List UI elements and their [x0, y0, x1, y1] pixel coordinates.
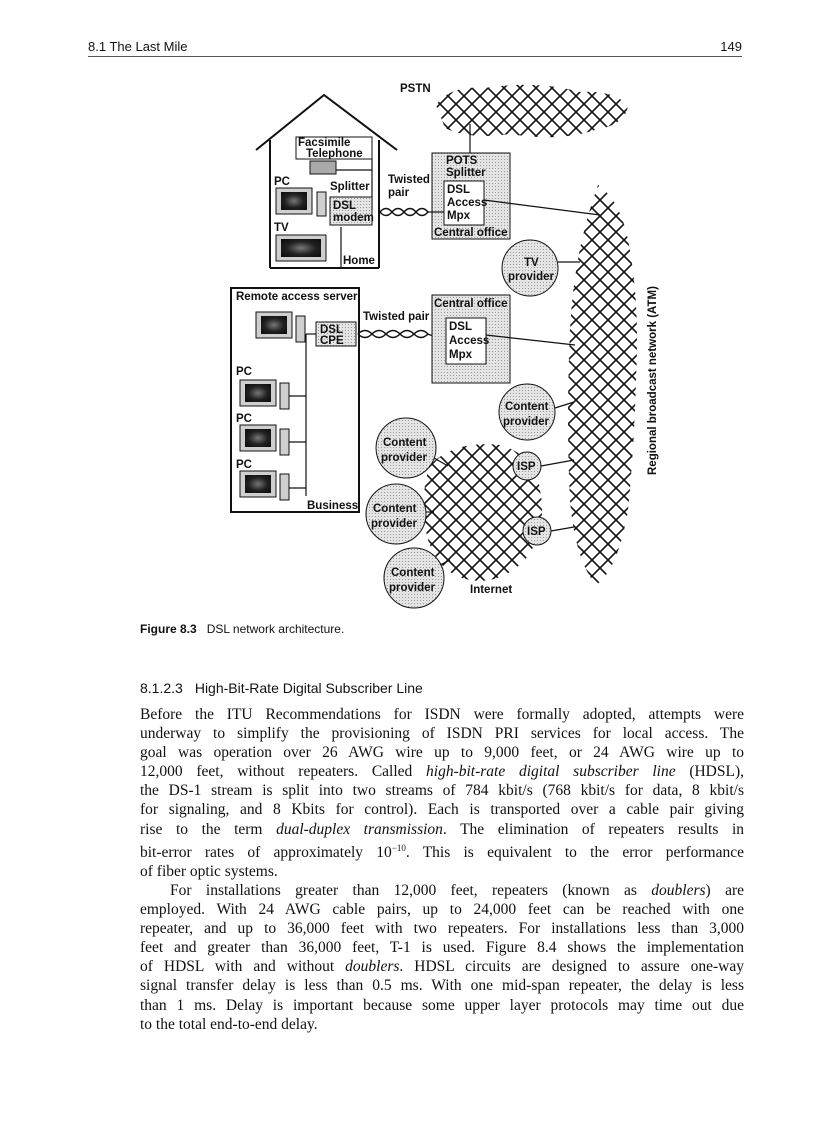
cp3-content: Content [373, 503, 417, 515]
cpe-label: CPE [320, 335, 344, 347]
co2-label: Central office [434, 298, 508, 310]
facsimile-telephone: Facsimile Telephone [295, 136, 373, 210]
business-pc-2: PC [236, 413, 306, 456]
bpc3-label: PC [236, 459, 252, 471]
text-line: Before the ITU Recommendations for ISDN … [140, 706, 744, 723]
isp-1: ISP [512, 451, 575, 481]
bpc1-label: PC [236, 366, 252, 378]
cpe-dsl-label: DSL [320, 324, 343, 336]
cp3-provider: provider [371, 518, 418, 530]
central-office-1: POTS Splitter DSL Access Mpx Central off… [428, 124, 601, 240]
cp1-provider: provider [503, 416, 550, 428]
telephone-label: Telephone [306, 148, 363, 160]
co1-splitter-label: Splitter [446, 167, 486, 179]
home-pc-label: PC [274, 176, 290, 188]
text-line: feet and greater than 36,000 feet, T-1 i… [140, 939, 744, 957]
page-number: 149 [720, 39, 742, 54]
home-pc: PC [274, 176, 327, 217]
business-pc-3: PC [236, 459, 306, 501]
text-line: underway to simplify the provisioning of… [140, 725, 744, 743]
text-line: of HDSL with and without doublers. HDSL … [140, 958, 744, 976]
text-line: signal transfer delay is less than 0.5 m… [140, 977, 744, 995]
co2-access-label: Access [449, 335, 489, 347]
header-section: 8.1 The Last Mile [88, 39, 188, 54]
co1-label: Central office [434, 227, 508, 239]
content-provider-1: Content provider [498, 383, 575, 441]
bpc2-label: PC [236, 413, 252, 425]
pots-label: POTS [446, 155, 478, 167]
tv-provider: TV provider [501, 239, 580, 297]
isp1-label: ISP [517, 461, 536, 473]
business-twisted-pair: Twisted pair [357, 311, 447, 339]
text-line: rise to the term dual-duplex transmissio… [140, 820, 744, 838]
text-line: goal was operation over 26 AWG wire up t… [140, 744, 744, 762]
tv-provider-tv: TV [524, 257, 539, 269]
twisted-label: Twisted [388, 174, 430, 186]
internet-network: Internet [423, 444, 543, 596]
body-text: Before the ITU Recommendations for ISDN … [140, 705, 744, 1034]
text-line: of fiber optic systems. [140, 862, 278, 880]
text-line: for signaling, and 8 Kbits for control).… [140, 801, 744, 819]
text-line: the DS-1 stream is split into two stream… [140, 782, 744, 800]
text-line: than 1 ms. Delay is important because so… [140, 996, 744, 1014]
section-number: 8.1.2.3 [140, 680, 183, 696]
co1-access-label: Access [447, 197, 487, 209]
text-line: bit-error rates of approximately 10−10. … [140, 842, 745, 861]
business-label: Business [307, 500, 358, 512]
co2-mpx-label: Mpx [449, 349, 473, 361]
twisted-pair-label: Twisted pair [363, 311, 430, 323]
isp-2: ISP [522, 516, 575, 546]
dsl-network-diagram: PSTN Regional broadcast network (ATM) In… [230, 83, 659, 609]
section-heading: 8.1.2.3 High-Bit-Rate Digital Subscriber … [140, 680, 423, 696]
co1-mpx-label: Mpx [447, 210, 471, 222]
tv-provider-label: provider [508, 271, 555, 283]
text-line: 12,000 feet, without repeaters. Called h… [140, 763, 744, 781]
central-office-2: Central office DSL Access Mpx [431, 294, 576, 384]
business-pc-1: PC [236, 366, 306, 410]
text-line: to the total end-to-end delay. [140, 1015, 318, 1033]
home-modem-label: modem [333, 212, 374, 224]
home-label: Home [343, 255, 375, 267]
home-dsl-label: DSL [333, 200, 356, 212]
ras-pc [255, 311, 306, 343]
co1-dsl-label: DSL [447, 184, 470, 196]
content-provider-2: Content provider [375, 417, 449, 479]
co2-dsl-label: DSL [449, 321, 472, 333]
paragraph-1: Before the ITU Recommendations for ISDN … [140, 705, 744, 881]
pstn-network: PSTN [400, 83, 628, 138]
atm-label: Regional broadcast network (ATM) [647, 286, 659, 475]
section-title: High-Bit-Rate Digital Subscriber Line [194, 680, 423, 696]
text-line: repeater, and up to 36,000 feet with two… [140, 920, 744, 938]
text-line: employed. With 24 AWG cable pairs, up to… [140, 901, 744, 919]
running-header: 8.1 The Last Mile 149 [88, 38, 742, 57]
content-provider-3: Content provider [365, 483, 434, 545]
figure-label: Figure 8.3 [140, 622, 197, 636]
dsl-cpe: DSL CPE [306, 321, 357, 347]
facsimile-label: Facsimile [298, 137, 350, 149]
internet-label: Internet [470, 584, 512, 596]
isp2-label: ISP [527, 526, 546, 538]
business-building: Remote access server Business [230, 287, 360, 513]
atm-network: Regional broadcast network (ATM) [568, 185, 659, 585]
pair-label: pair [388, 187, 410, 199]
figure-caption: Figure 8.3 DSL network architecture. [140, 622, 344, 636]
content-provider-4: Content provider [383, 547, 451, 609]
paragraph-2: For installations greater than 12,000 fe… [140, 881, 744, 1034]
cp4-provider: provider [389, 582, 436, 594]
figure-caption-text: DSL network architecture. [206, 622, 345, 636]
cp2-content: Content [383, 437, 427, 449]
pstn-label: PSTN [400, 83, 431, 95]
home-tv: TV [274, 222, 327, 262]
home-dsl-modem: DSL modem [329, 196, 374, 226]
home-splitter-label: Splitter [330, 181, 370, 193]
cp2-provider: provider [381, 452, 428, 464]
home-house: Home [255, 93, 398, 269]
home-tv-label: TV [274, 222, 289, 234]
ras-label: Remote access server [236, 291, 358, 303]
cp4-content: Content [391, 567, 435, 579]
home-twisted-pair: Twisted pair [379, 174, 430, 217]
text-line: For installations greater than 12,000 fe… [170, 882, 744, 899]
cp1-content: Content [505, 401, 549, 413]
